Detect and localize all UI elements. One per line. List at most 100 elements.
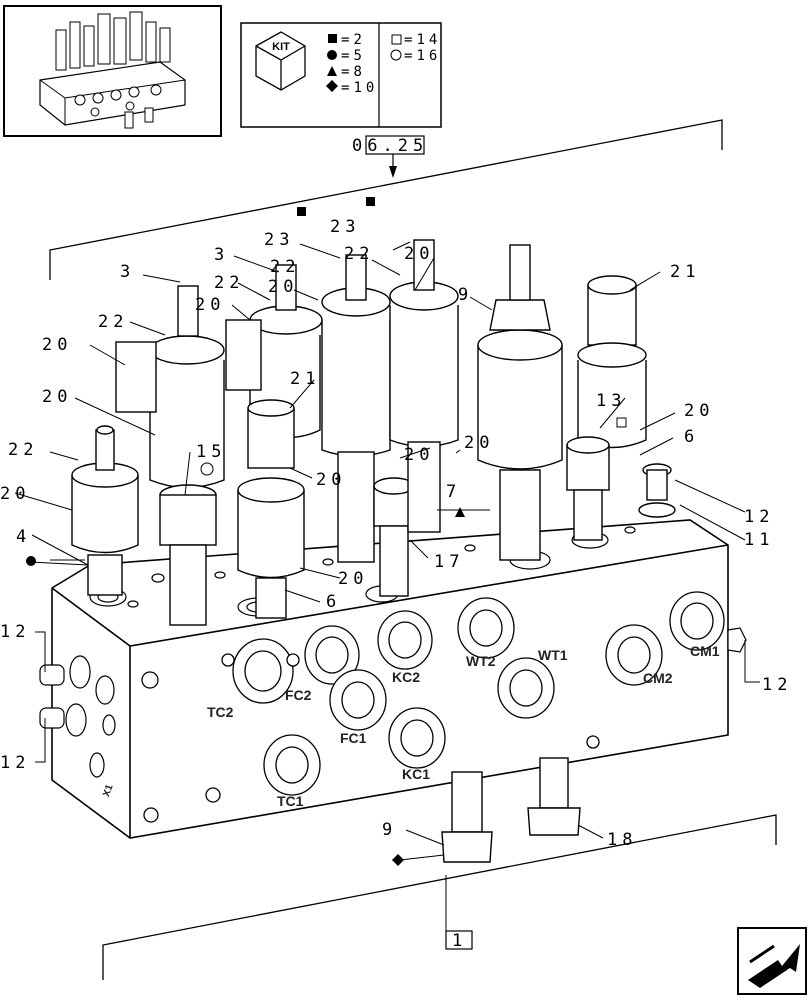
side-face-ports xyxy=(65,655,116,778)
group-ref-label: 1 xyxy=(452,931,467,951)
black-diamond-icon xyxy=(326,80,338,92)
kit-count-16: =16 xyxy=(404,48,441,64)
valve-15 xyxy=(159,484,217,626)
black-diamond-icon xyxy=(392,854,404,866)
callout-20-g: 20 xyxy=(0,484,30,504)
callout-11: 11 xyxy=(744,530,774,550)
valve-20-lower xyxy=(237,477,305,619)
callout-4: 4 xyxy=(16,527,31,547)
reference-box[interactable]: 06.25 xyxy=(352,135,428,156)
port-kc2: KC2 xyxy=(392,669,420,685)
top-bracket xyxy=(49,119,723,280)
callout-20-h: 20 xyxy=(404,445,434,465)
callout-23-b: 23 xyxy=(330,217,360,237)
kit-count-5: =5 xyxy=(341,48,366,64)
callout-22-c: 22 xyxy=(270,257,300,277)
black-square-icon xyxy=(366,197,375,206)
callout-20-i: 20 xyxy=(464,433,494,453)
black-circle-icon xyxy=(327,50,337,60)
callout-9-top: 9 xyxy=(458,285,473,305)
callout-20-j: 20 xyxy=(338,569,368,589)
kit-markers xyxy=(26,197,627,866)
callout-21-a: 21 xyxy=(670,262,700,282)
callout-20-c: 20 xyxy=(195,295,225,315)
kit-count-14: =14 xyxy=(404,32,441,48)
callout-13: 13 xyxy=(596,391,626,411)
port-x1: X1 xyxy=(101,783,116,799)
callout-6-a: 6 xyxy=(684,427,699,447)
reference-label: 06.25 xyxy=(352,136,428,156)
kit-count-2: =2 xyxy=(341,32,366,48)
port-tc1: TC1 xyxy=(277,793,304,809)
valve-20-coil-a xyxy=(115,285,225,489)
kit-count-8: =8 xyxy=(341,64,366,80)
valve-20-coil-d xyxy=(389,239,459,533)
callout-20-b: 20 xyxy=(42,387,72,407)
callout-20-a: 20 xyxy=(42,335,72,355)
callout-20-e: 20 xyxy=(268,277,298,297)
port-labels: TC2 FC2 KC2 WT2 WT1 CM2 CM1 FC1 KC1 TC1 … xyxy=(101,643,720,809)
thumbnail-overview xyxy=(3,5,222,137)
port-fc2: FC2 xyxy=(285,687,312,703)
port-fc1: FC1 xyxy=(340,730,367,746)
callout-12-b: 12 xyxy=(0,622,30,642)
callout-20-k: 20 xyxy=(316,470,346,490)
port-cm2: CM2 xyxy=(643,670,673,686)
plug-12-top xyxy=(638,463,676,518)
port-tc2: TC2 xyxy=(207,704,234,720)
group-ref-box[interactable]: 1 xyxy=(445,930,473,951)
side-plugs xyxy=(39,627,747,729)
valve-22-left xyxy=(71,425,139,596)
valve-21-right xyxy=(577,275,647,449)
callout-23-a: 23 xyxy=(264,230,294,250)
white-square-icon xyxy=(391,34,402,45)
callout-12-c: 12 xyxy=(0,753,30,773)
kit-count-10: =10 xyxy=(341,80,378,96)
callout-15: 15 xyxy=(196,442,226,462)
black-circle-icon xyxy=(26,556,36,566)
white-square-icon xyxy=(616,417,627,428)
black-triangle-icon xyxy=(327,66,337,76)
kit-label: KIT xyxy=(272,41,290,53)
callout-20-f: 20 xyxy=(684,401,714,421)
next-page-arrow-icon[interactable] xyxy=(737,927,807,995)
callout-labels: 3 3 22 22 20 20 20 22 23 23 22 20 9 21 2… xyxy=(0,217,792,850)
callout-21-b: 21 xyxy=(290,369,320,389)
valve-9-bottom xyxy=(441,771,493,863)
callout-6-b: 6 xyxy=(326,592,341,612)
kit-box-icon: KIT xyxy=(255,31,306,91)
white-circle-icon xyxy=(390,49,402,61)
callout-3-b: 3 xyxy=(214,245,229,265)
valve-assemblies xyxy=(71,239,676,863)
callout-22-b: 22 xyxy=(98,312,128,332)
white-circle-icon xyxy=(200,462,214,476)
arrow-up-icon xyxy=(389,166,397,178)
callout-22-a: 22 xyxy=(214,273,244,293)
port-kc1: KC1 xyxy=(402,766,430,782)
kit-legend: KIT =2 =5 =8 =10 =14 =16 xyxy=(240,22,442,128)
leader-lines xyxy=(14,241,760,861)
valve-20-coil-c xyxy=(321,254,391,563)
callout-20-d: 20 xyxy=(404,244,434,264)
black-triangle-icon xyxy=(455,507,465,517)
callout-18: 18 xyxy=(607,830,637,850)
port-wt1: WT1 xyxy=(538,647,568,663)
black-square-icon xyxy=(297,207,306,216)
callout-3-a: 3 xyxy=(120,262,135,282)
valve-9 xyxy=(477,244,563,561)
front-face-ports xyxy=(141,591,725,823)
black-square-icon xyxy=(328,34,337,43)
valve-21-small xyxy=(247,399,295,469)
valve-18-bottom xyxy=(527,757,581,836)
callout-12-d: 12 xyxy=(762,675,792,695)
callout-22-e: 22 xyxy=(8,440,38,460)
bottom-bracket xyxy=(102,814,777,980)
callout-12-a: 12 xyxy=(744,507,774,527)
port-wt2: WT2 xyxy=(466,653,496,669)
callout-22-d: 22 xyxy=(344,244,374,264)
port-cm1: CM1 xyxy=(690,643,720,659)
valve-13 xyxy=(566,436,610,541)
callout-9-bottom: 9 xyxy=(382,820,397,840)
